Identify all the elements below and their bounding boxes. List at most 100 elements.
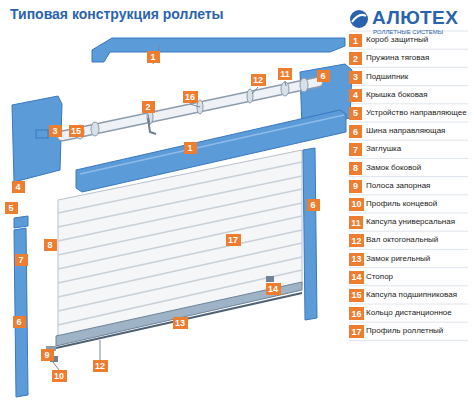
number-text: 4 <box>15 181 20 193</box>
number-text: 10 <box>54 370 64 382</box>
number-text: 5 <box>353 107 358 119</box>
number-text: 3 <box>353 71 358 83</box>
part-name: Профиль роллетный <box>366 326 443 336</box>
leader-line <box>100 340 101 360</box>
number-text: 4 <box>353 89 358 101</box>
end-profile <box>56 282 302 346</box>
number-text: 9 <box>44 349 49 361</box>
number-text: 14 <box>268 283 278 295</box>
legend-number: 7 <box>349 143 362 156</box>
number-text: 6 <box>16 316 21 328</box>
part-name: Профиль концевой <box>366 199 437 209</box>
number-text: 7 <box>18 254 23 266</box>
number-text: 5 <box>8 202 13 214</box>
number-text: 7 <box>353 144 358 156</box>
locking-strip <box>56 293 302 348</box>
number-text: 6 <box>353 126 358 138</box>
number-text: 2 <box>353 53 358 65</box>
number-text: 12 <box>351 235 361 247</box>
legend-number: 14 <box>349 271 364 284</box>
number-text: 17 <box>351 326 361 338</box>
rule <box>349 122 468 123</box>
leader-line <box>53 362 59 370</box>
legend-number: 17 <box>349 325 364 338</box>
rule <box>349 213 468 214</box>
callout-number: 14 <box>266 283 281 295</box>
part-name: Вал октогональный <box>366 235 438 245</box>
rule <box>349 49 468 50</box>
guide-rail <box>303 148 317 320</box>
logo-text: РОЛЛЕТНЫЕ СИСТЕМЫ <box>373 29 443 35</box>
rule <box>349 176 468 177</box>
legend-number: 16 <box>349 307 364 320</box>
rule <box>349 322 468 323</box>
number-text: 10 <box>351 198 361 210</box>
logo-swoosh <box>352 15 366 22</box>
number-text: 11 <box>280 68 290 80</box>
number-text: 3 <box>52 125 57 137</box>
rule <box>349 85 468 86</box>
logo-circle <box>350 10 368 28</box>
part-name: Заглушка <box>366 144 401 154</box>
rule <box>349 140 468 141</box>
top-cover <box>92 38 345 62</box>
legend-number: 12 <box>349 234 364 247</box>
legend-number: 1 <box>349 34 362 47</box>
part-name: Замок боковой <box>366 163 421 173</box>
callout-number: 9 <box>41 349 54 361</box>
part-name: Капсула подшипниковая <box>366 290 457 300</box>
rule <box>349 103 468 104</box>
part-name: Полоса запорная <box>366 181 430 191</box>
spacer-ring <box>247 89 253 103</box>
number-text: 1 <box>150 51 155 63</box>
legend-number: 11 <box>349 216 363 229</box>
callout-number: 12 <box>251 74 266 86</box>
rule <box>349 304 468 305</box>
callout-number: 3 <box>49 125 62 137</box>
legend-number: 15 <box>349 289 364 302</box>
legend-number: 8 <box>349 162 362 175</box>
number-text: 15 <box>71 125 81 137</box>
number-text: 12 <box>95 360 105 372</box>
number-text: 1 <box>353 35 358 47</box>
part-name: Крышка боковая <box>366 90 428 100</box>
rule <box>349 340 468 341</box>
callout-number: 12 <box>93 360 108 372</box>
rule <box>349 158 468 159</box>
part-name: Стопор <box>366 272 393 282</box>
number-text: 13 <box>351 253 361 265</box>
legend-number: 9 <box>349 180 362 193</box>
callout-number: 1 <box>147 51 160 63</box>
callout-number: 13 <box>173 317 188 329</box>
legend-number: 6 <box>349 125 362 138</box>
lock-part <box>36 130 48 138</box>
callout-number: 11 <box>278 68 292 80</box>
number-text: 11 <box>351 217 361 229</box>
rule <box>349 67 468 68</box>
callout-number: 7 <box>15 254 28 266</box>
part-name: Кольцо дистанционное <box>366 308 452 318</box>
number-text: 9 <box>353 180 358 192</box>
part-name: Шина направляющая <box>366 126 445 136</box>
stopper <box>266 276 274 282</box>
leader-lines <box>53 46 286 370</box>
leader-line <box>252 87 258 94</box>
number-text: 12 <box>253 74 263 86</box>
rule <box>349 285 468 286</box>
legend-number: 4 <box>349 89 362 102</box>
guide-device <box>14 216 28 228</box>
rule <box>349 231 468 232</box>
leader-line <box>285 81 286 86</box>
end-cap <box>300 78 308 92</box>
number-text: 6 <box>310 199 315 211</box>
legend-number: 10 <box>349 198 364 211</box>
diagram-title: Типовая конструкция роллеты <box>10 6 224 22</box>
rule <box>349 194 468 195</box>
part-name: Подшипник <box>366 72 408 82</box>
legend-number: 13 <box>349 253 364 266</box>
callout-number: 4 <box>12 181 25 193</box>
number-text: 15 <box>351 289 361 301</box>
number-text: 17 <box>228 234 238 246</box>
number-text: 8 <box>353 162 358 174</box>
